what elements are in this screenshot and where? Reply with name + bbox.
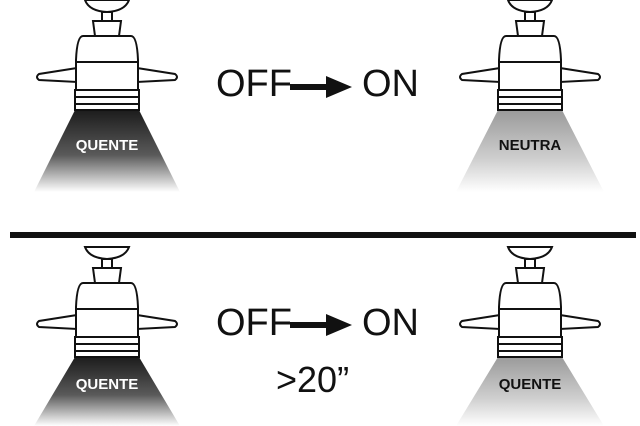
arrow-right-icon [290,76,352,98]
state-on-label: ON [362,302,419,344]
light-label: QUENTE [499,376,562,393]
row-1: QUENTE OFF ON NEUTRA [34,0,604,192]
ceiling-fan-icon [459,0,601,111]
arrow-right-icon [290,314,352,336]
ceiling-fan-icon [459,246,601,358]
timing-note: >20” [276,359,349,400]
state-off-label: OFF [216,63,292,105]
state-on-label: ON [362,63,419,105]
light-cone-warm [34,357,180,426]
ceiling-fan-icon [36,0,178,111]
light-label: NEUTRA [499,137,562,154]
fan-row1-right: NEUTRA [456,0,604,192]
row-2: QUENTE OFF ON >20” QUENTE [34,246,604,426]
fan-row1-left: QUENTE [34,0,180,192]
light-label: QUENTE [76,376,139,393]
light-label: QUENTE [76,137,139,154]
fan-row2-right: QUENTE [456,246,604,426]
light-cone-neutral [456,110,604,192]
light-cone-warm [34,110,180,192]
state-off-label: OFF [216,302,292,344]
light-cone-neutral [456,357,604,426]
row-divider [10,232,636,238]
ceiling-fan-icon [36,246,178,358]
fan-row2-left: QUENTE [34,246,180,426]
